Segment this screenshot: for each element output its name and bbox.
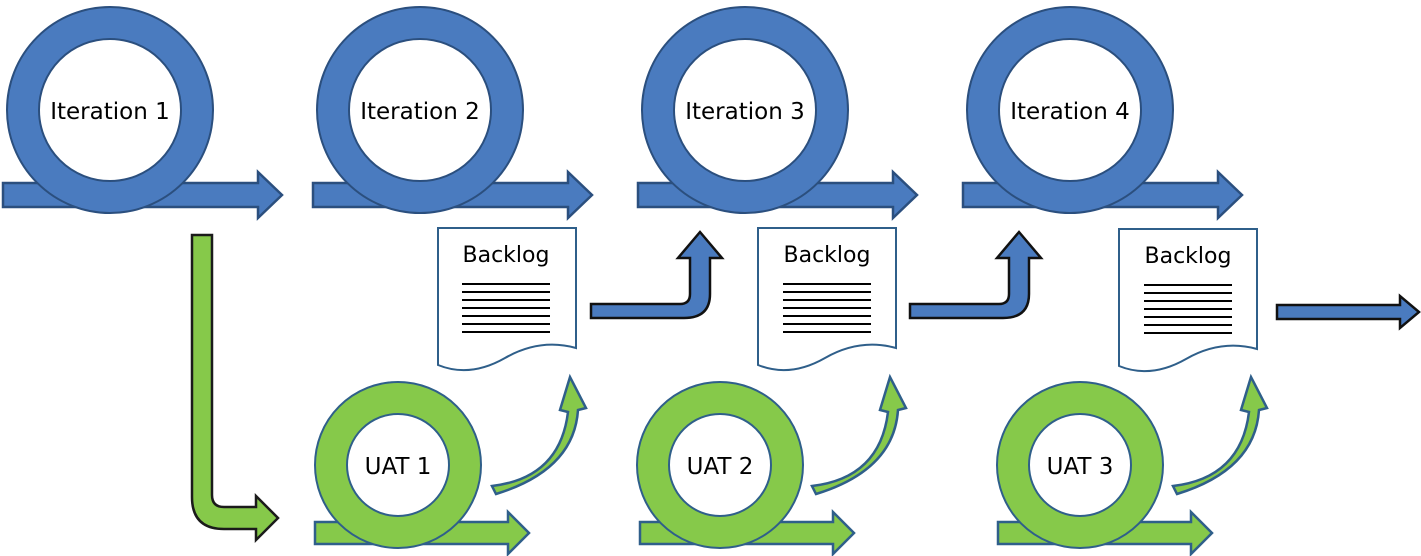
iteration-3-ring [643,8,847,212]
iteration-loop-3: Iteration 3 [636,6,919,221]
backlog-3-label: Backlog [1145,244,1232,269]
iteration-loop-4: Iteration 4 [961,6,1244,221]
backlog-doc-1: Backlog [437,227,577,372]
iteration-1-ring [8,8,212,212]
iteration-4-ring [968,8,1172,212]
backlog-doc-3: Backlog [1118,228,1258,373]
uat-3-label: UAT 3 [1047,454,1114,480]
backlog-3-next-arrow [1275,293,1421,331]
backlog-2-lines [783,283,871,333]
uat-loop-3: UAT 3 [996,373,1269,556]
iteration-loop-2: Iteration 2 [311,6,594,221]
uat-2-ring [638,383,802,547]
uat-1-to-backlog-1-arrow [490,373,588,496]
backlog-1-label: Backlog [463,243,550,268]
uat-1-label: UAT 1 [365,454,432,480]
iteration-1-label: Iteration 1 [50,99,170,125]
uat-3-to-backlog-3-arrow [1171,373,1269,496]
uat-2-to-backlog-2-arrow [810,373,908,496]
uat-loop-1: UAT 1 [313,373,588,556]
backlog-2-label: Backlog [784,243,871,268]
uat-3-ring [998,383,1162,547]
uat-loop-2: UAT 2 [636,373,908,556]
backlog-1-to-iteration-3-arrow [589,230,725,320]
backlog-1-lines [462,283,550,333]
backlog-2-to-iteration-4-arrow [908,230,1044,320]
backlog-doc-2: Backlog [757,227,897,372]
uat-2-label: UAT 2 [687,454,754,480]
iteration-loop-1: Iteration 1 [1,6,284,221]
iteration-2-label: Iteration 2 [360,99,480,125]
backlog-3-lines [1144,284,1232,334]
iteration-4-label: Iteration 4 [1010,99,1130,125]
iteration-1-to-uat-1-arrow [190,233,280,544]
iteration-2-ring [318,8,522,212]
iteration-3-label: Iteration 3 [685,99,805,125]
uat-1-ring [316,383,480,547]
